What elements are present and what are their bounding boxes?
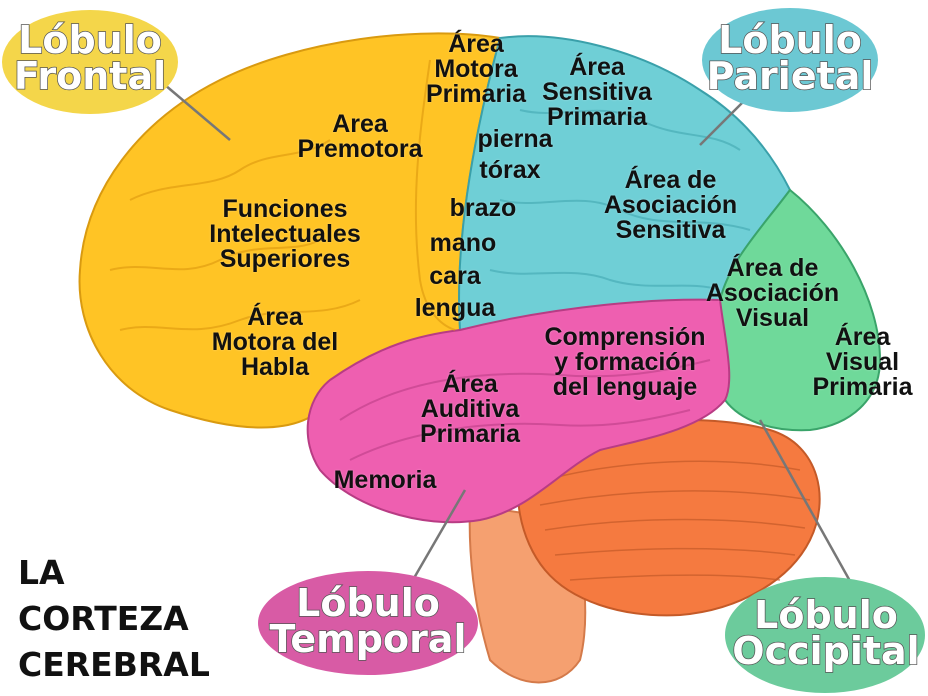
label-comprension-lenguaje: Comprensión y formación del lenguaje	[544, 323, 706, 401]
lobe-label-temporal: Lóbulo Temporal	[269, 581, 467, 662]
lobe-label-parietal: Lóbulo Parietal	[706, 18, 874, 99]
label-area-sensitiva-primaria: Área Sensitiva Primaria	[542, 53, 652, 131]
temporal-lobe	[306, 298, 731, 524]
label-torax: tórax	[479, 156, 541, 184]
label-area-motora-habla: Área Motora del Habla	[211, 303, 339, 381]
label-pierna: pierna	[477, 125, 553, 153]
label-area-visual-primaria: Área Visual Primaria	[812, 323, 913, 401]
diagram-title: LA CORTEZA CEREBRAL	[18, 553, 210, 684]
label-memoria: Memoria	[333, 466, 437, 494]
occipital-lobe	[718, 188, 882, 432]
temporal-gyri	[339, 359, 711, 461]
label-lengua: lengua	[414, 294, 496, 322]
bubble-parietal	[702, 8, 878, 112]
bubble-temporal	[258, 571, 478, 675]
label-funciones-intelectuales: Funciones Intelectuales Superiores	[209, 195, 361, 273]
bubble-frontal	[2, 10, 178, 114]
cerebellum-folds	[539, 460, 811, 581]
label-area-auditiva-primaria: Área Auditiva Primaria	[419, 370, 521, 448]
bubble-occipital	[725, 577, 925, 693]
label-area-motora-primaria: Área Motora Primaria	[425, 30, 527, 108]
parietal-gyri	[489, 109, 751, 291]
label-area-asociacion-sensitiva: Área de Asociación Sensitiva	[603, 166, 738, 244]
label-area-asociacion-visual: Área de Asociación Visual	[705, 254, 840, 332]
label-brazo: brazo	[449, 194, 517, 222]
lobe-label-occipital: Lóbulo Occipital	[732, 593, 921, 674]
label-mano: mano	[429, 229, 497, 257]
label-cara: cara	[429, 262, 481, 290]
label-area-premotora: Area Premotora	[297, 110, 423, 163]
frontal-gyri	[109, 59, 456, 331]
lobe-label-frontal: Lóbulo Frontal	[13, 18, 167, 99]
